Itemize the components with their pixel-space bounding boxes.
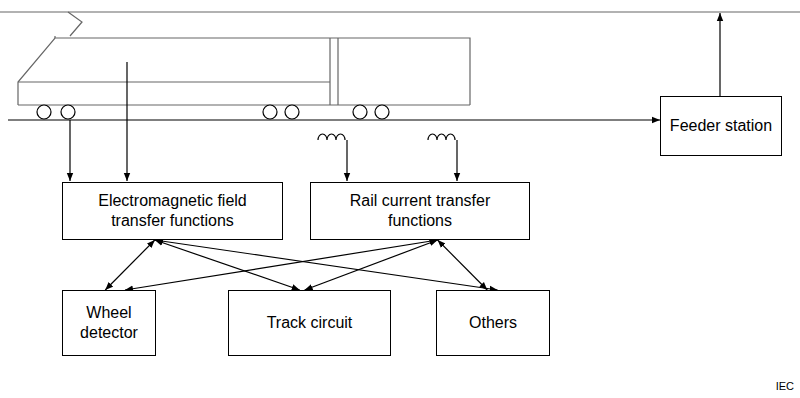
feeder-station-box: Feeder station	[660, 96, 782, 156]
box-label: Others	[469, 313, 517, 333]
transfer-function-box: Rail current transfer functions	[310, 182, 530, 240]
connector-arrow	[438, 240, 488, 290]
wheel-arrow	[69, 120, 70, 181]
watermark-label: IEC	[776, 380, 794, 392]
overhead-line	[0, 11, 800, 12]
wheel	[37, 105, 51, 119]
connector-arrow	[105, 240, 155, 290]
box-label: Wheel detector	[71, 303, 147, 343]
wheel	[61, 105, 75, 119]
car-divider	[337, 38, 338, 105]
train-arrow	[126, 62, 127, 181]
transfer-function-box: Electromagnetic field transfer functions	[62, 182, 283, 240]
rail-line	[8, 119, 660, 120]
wheel	[285, 105, 299, 119]
rail-coil	[428, 134, 455, 140]
device-box: Track circuit	[228, 290, 391, 356]
rail-coil	[318, 134, 345, 140]
box-label: Feeder station	[670, 116, 772, 136]
train-body	[18, 38, 470, 105]
car-divider	[329, 38, 330, 105]
feeder-line	[719, 13, 720, 96]
connector-arrow	[155, 240, 498, 290]
coil-arrow	[456, 140, 457, 181]
coil-arrow	[346, 140, 347, 181]
train-window-line	[18, 81, 330, 82]
device-box: Others	[436, 290, 550, 356]
train-floor	[18, 104, 470, 105]
box-label: Track circuit	[267, 313, 353, 333]
wheel	[375, 105, 389, 119]
wheel	[353, 105, 367, 119]
connector-arrow	[125, 240, 438, 290]
box-label: Rail current transfer functions	[319, 191, 521, 231]
device-box: Wheel detector	[62, 290, 156, 356]
box-label: Electromagnetic field transfer functions	[71, 191, 274, 231]
connector-arrow	[305, 240, 438, 290]
wheel	[263, 105, 277, 119]
pantograph	[68, 12, 82, 36]
